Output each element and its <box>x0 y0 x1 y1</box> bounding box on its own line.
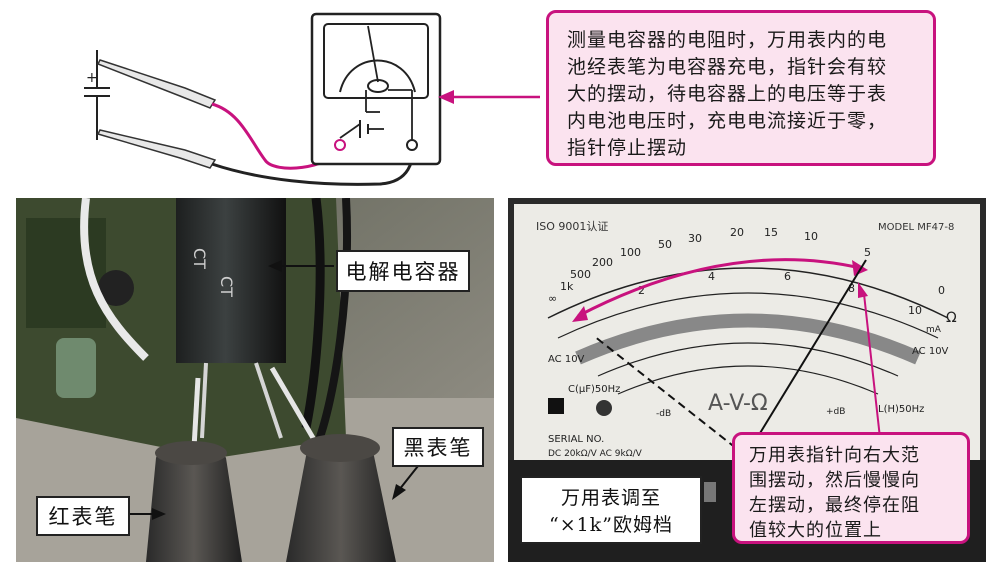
callout-pointer <box>863 293 881 439</box>
dc-spec-text: DC 20kΩ/V AC 9kΩ/V <box>548 449 643 459</box>
ohm-tick-label: 15 <box>764 226 778 239</box>
callout-line: 围摆动，然后慢慢向 <box>749 470 920 491</box>
dc-tick-label: 4 <box>708 270 715 283</box>
ohm-tick-label: 1k <box>560 280 574 293</box>
lh-scale-label: L(H)50Hz <box>878 404 924 415</box>
schematic-diagram: + <box>84 12 540 186</box>
capacitor-print: CT <box>217 276 236 297</box>
capacitor-plus-sign: + <box>86 70 98 86</box>
charging-explanation-callout: 测量电容器的电阻时，万用表内的电 池经表笔为电容器充电，指针会有较 大的摆动，待… <box>546 10 936 166</box>
red-probe-label: 红表笔 <box>36 496 130 536</box>
ohm-tick-label: 500 <box>570 268 591 281</box>
cap-scale-label: C(μF)50Hz <box>568 384 620 395</box>
electrolytic-capacitor-label: 电解电容器 <box>336 250 470 292</box>
meter-body-drawing <box>310 12 442 166</box>
callout-line: 值较大的位置上 <box>749 520 882 541</box>
ohm-tick-label: 5 <box>864 246 871 259</box>
ohm-tick-label: 200 <box>592 256 613 269</box>
callout-line: 内电池电压时，充电电流接近于零， <box>567 110 888 132</box>
callout-line: 测量电容器的电阻时，万用表内的电 <box>567 29 888 51</box>
db-left-label: -dB <box>656 409 671 419</box>
needle-rest <box>593 335 747 457</box>
red-probe-drawing <box>96 59 340 170</box>
dc-tick-label: 6 <box>784 270 791 283</box>
ohm-tick-label: 50 <box>658 238 672 251</box>
capacitor-symbol <box>84 50 110 140</box>
dc-tick-label: 2 <box>638 284 645 297</box>
ohm-scale: ∞ 1k 500 200 100 50 30 20 15 10 5 0 <box>548 226 945 305</box>
dc-tick-label: 10 <box>908 304 922 317</box>
ohm-tick-label: 100 <box>620 246 641 259</box>
ohm-symbol: Ω <box>946 310 957 326</box>
dc-tick-label: 8 <box>848 282 855 295</box>
avo-text: A-V-Ω <box>708 391 768 416</box>
black-probe-label: 黑表笔 <box>392 427 484 467</box>
callout-line: 万用表指针向右大范 <box>749 445 920 466</box>
ohm-tick-label: 10 <box>804 230 818 243</box>
iso-text: ISO 9001认证 <box>536 220 608 233</box>
needle-max <box>745 259 867 457</box>
ma-text: mA <box>926 325 942 335</box>
db-right-label: +dB <box>826 407 845 417</box>
range-setting-line: “×1k”欧姆档 <box>549 514 673 536</box>
callout-line: 池经表笔为电容器充电，指针会有较 <box>567 56 888 78</box>
ohm-tick-label: 0 <box>938 284 945 297</box>
serial-text: SERIAL NO. <box>548 434 604 445</box>
capacitor-print: CT <box>190 248 209 269</box>
ohm-tick-label: 20 <box>730 226 744 239</box>
ohm-tick-label: ∞ <box>548 292 557 305</box>
callout-line: 大的摆动，待电容器上的电压等于表 <box>567 83 888 105</box>
model-text: MODEL MF47-8 <box>878 222 954 233</box>
callout-arrow-top <box>438 90 540 104</box>
range-setting-line: 万用表调至 <box>560 487 661 509</box>
ac-label-right: AC 10V <box>912 346 949 357</box>
ohm-tick-label: 30 <box>688 232 702 245</box>
callout-line: 左摆动，最终停在阻 <box>749 495 920 516</box>
callout-line: 指针停止摆动 <box>567 137 688 159</box>
needle-swing-arrow <box>577 258 861 318</box>
ac-label-left: AC 10V <box>548 354 585 365</box>
needle-behavior-callout: 万用表指针向右大范 围摆动，然后慢慢向 左摆动，最终停在阻 值较大的位置上 <box>732 432 970 544</box>
range-setting-label: 万用表调至 “×1k”欧姆档 <box>520 476 702 544</box>
